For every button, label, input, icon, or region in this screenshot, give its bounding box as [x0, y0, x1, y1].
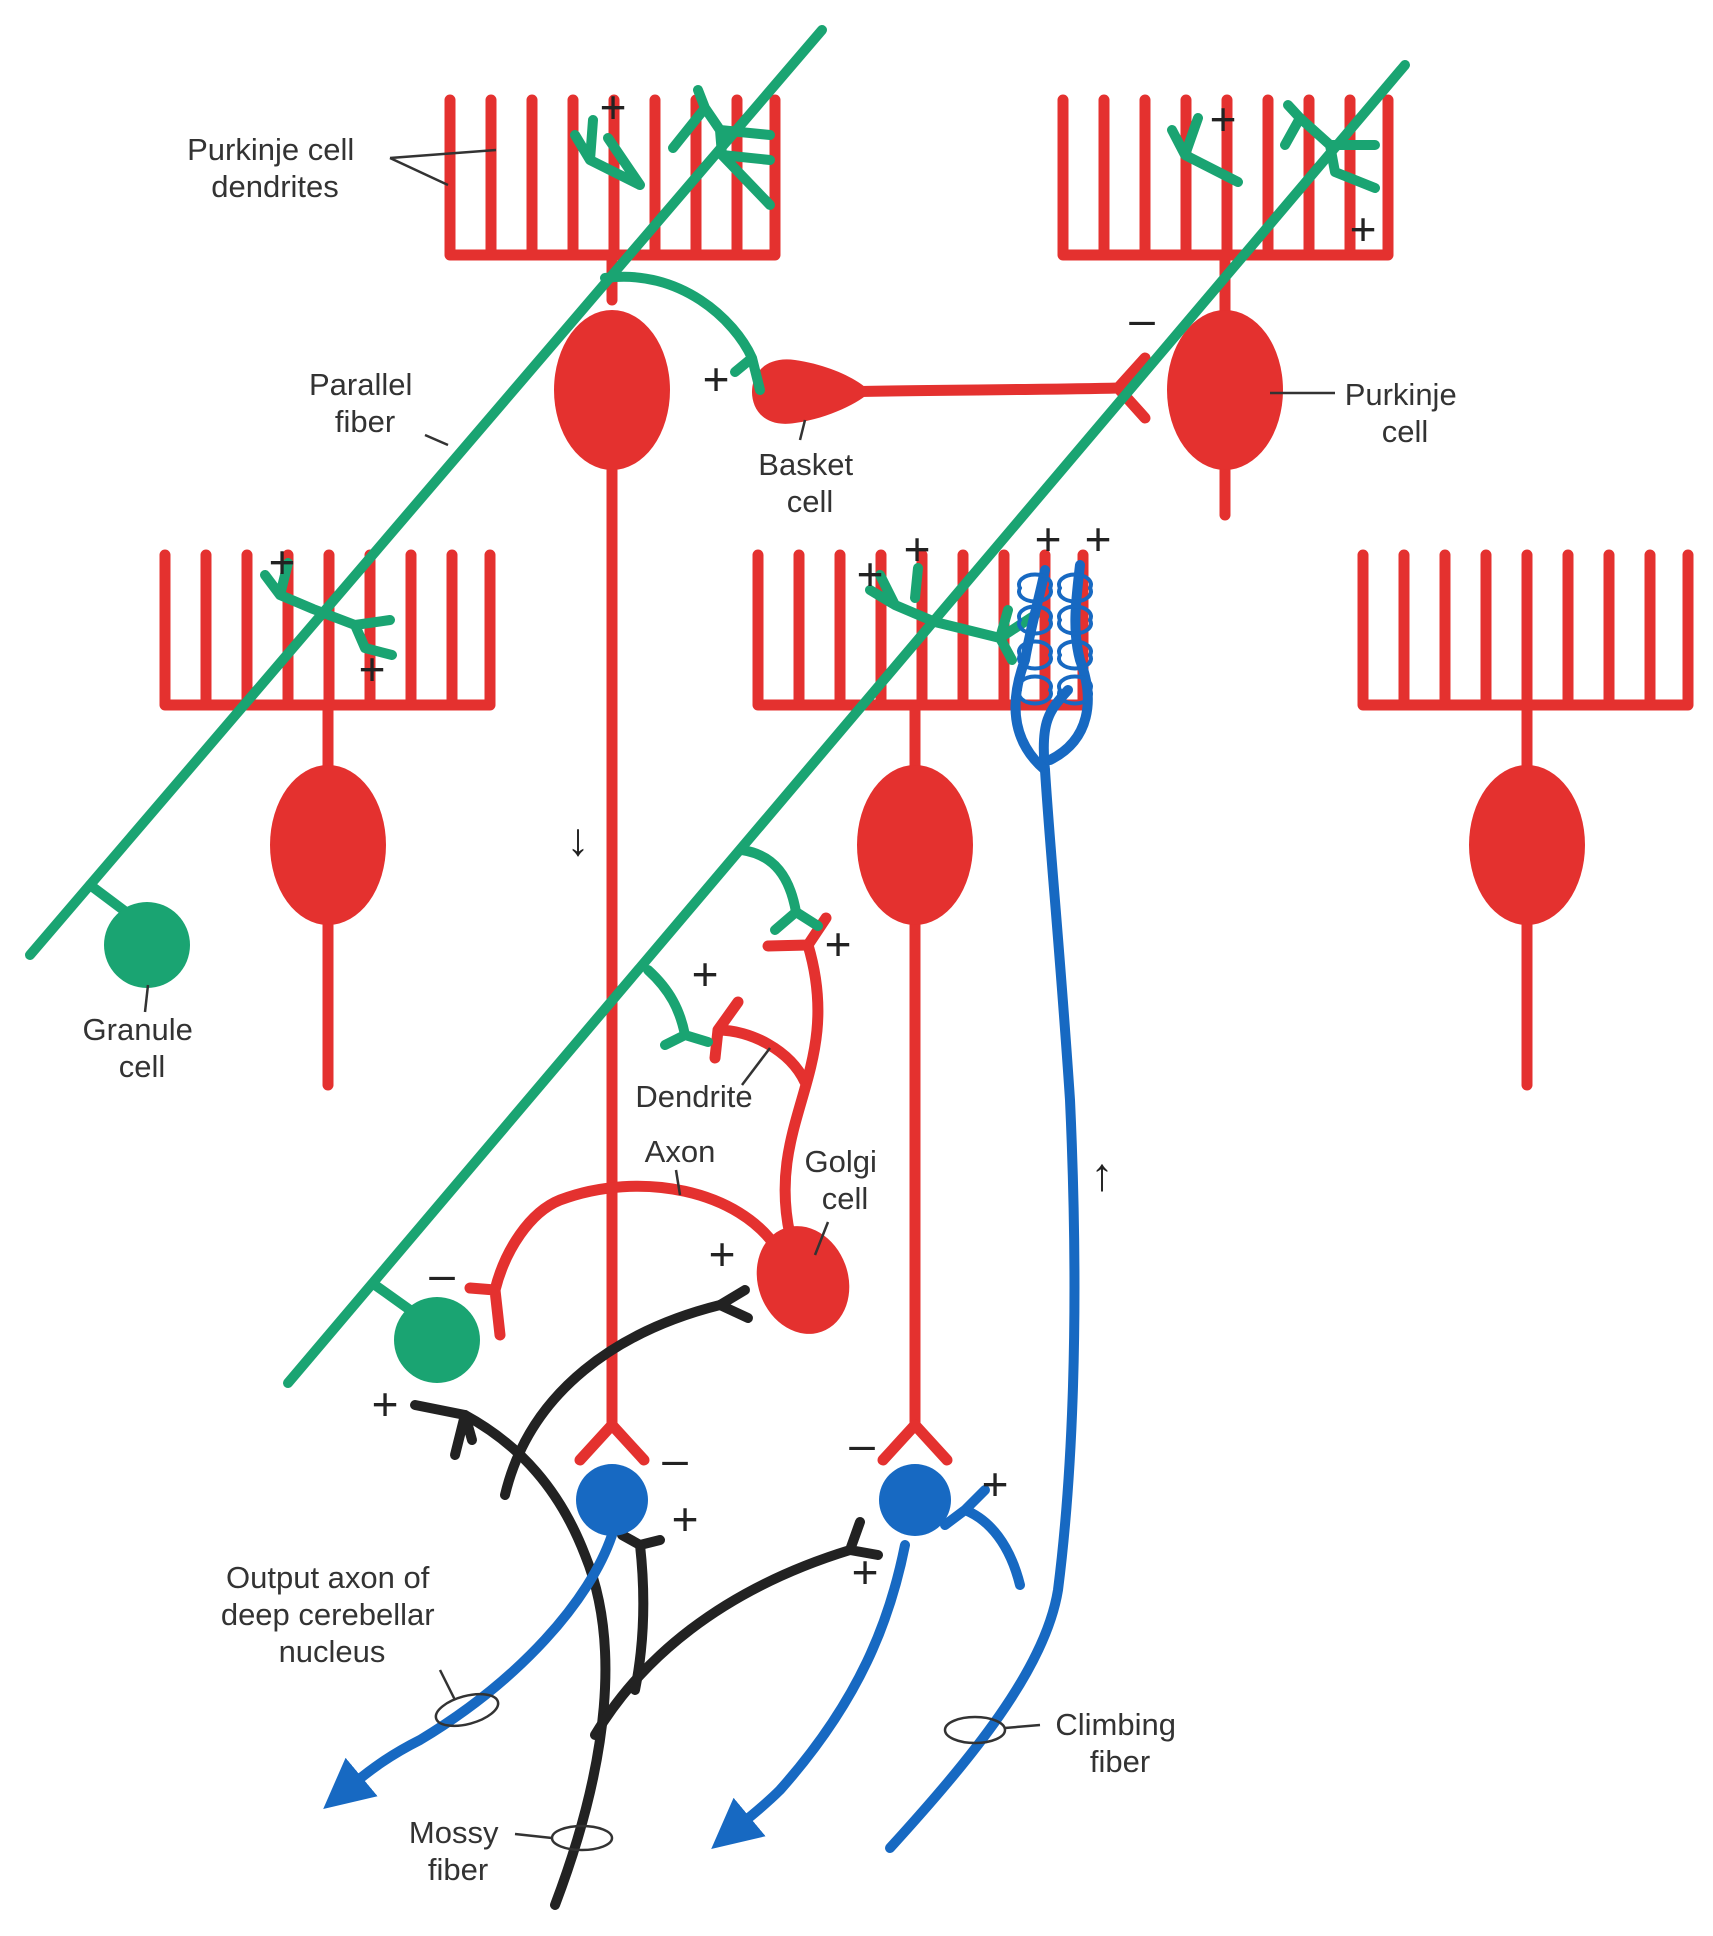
label-mossy-fiber: Mossy fiber — [409, 1815, 507, 1887]
sign-plus-climbing-b: + — [1085, 513, 1112, 565]
mossy-fiber-terminal-dcn-2 — [845, 1517, 883, 1560]
pf-synapse-tree1-a — [570, 115, 645, 190]
deep-nucleus-output-axon-2 — [711, 1540, 910, 1850]
mossy-fiber-branch-dcn — [590, 1545, 855, 1740]
label-basket-cell: Basket cell — [758, 447, 861, 519]
climbing-fiber-coil-a — [1017, 572, 1053, 706]
golgi-cell-terminal — [464, 1282, 506, 1341]
golgi-cell-dendrite — [709, 912, 832, 1241]
label-parallel-fiber: Parallel fiber — [309, 367, 421, 439]
sign-minus-golgi-axon: – — [429, 1248, 455, 1300]
output-axon-marker — [434, 1692, 500, 1728]
sign-plus-golgi-dendrite-2: + — [692, 948, 719, 1000]
purkinje-cell-body-3 — [270, 765, 386, 925]
pf-synapse-tree1-b — [668, 85, 775, 210]
leader-dendrite — [741, 1047, 771, 1086]
sign-plus-tree2-b: + — [1350, 203, 1377, 255]
pf-synapse-tree2 — [1167, 100, 1380, 193]
mossy-fiber-terminal-granule — [410, 1400, 477, 1460]
basket-cell-terminal — [1112, 352, 1151, 424]
label-golgi-cell: Golgi cell — [805, 1144, 886, 1216]
parallel-fiber-2 — [283, 60, 1410, 1388]
deep-nucleus-cell-1 — [576, 1464, 648, 1536]
granule-cell-body-1 — [104, 902, 190, 988]
label-granule-cell: Granule cell — [83, 1012, 202, 1084]
sign-plus-tree3-b: + — [359, 643, 386, 695]
mossy-fiber-terminal-golgi — [715, 1285, 753, 1323]
purkinje-terminal-1 — [574, 1419, 650, 1466]
leader-output-axon — [438, 1669, 457, 1701]
purkinje-cell-body-1 — [554, 310, 670, 470]
leader-axon — [674, 1169, 682, 1196]
pf-to-basket-branch — [600, 271, 765, 395]
leader-basket-cell — [798, 419, 807, 441]
leader-parallel-fiber — [424, 433, 449, 447]
mossy-fiber-branch-dcn-left — [630, 1540, 649, 1695]
sign-plus-tree2-a: + — [1210, 93, 1237, 145]
leader-granule-cell — [143, 984, 150, 1013]
pf-to-golgi-branch-1 — [737, 845, 823, 935]
leader-golgi-cell — [813, 1221, 830, 1256]
granule-cell-stalk-2 — [370, 1280, 415, 1315]
sign-plus-tree4-a: + — [857, 548, 884, 600]
label-axon: Axon — [645, 1134, 716, 1169]
sign-plus-basket: + — [703, 353, 730, 405]
sign-minus-basket: – — [1129, 293, 1155, 345]
sign-plus-climbing-a: + — [1035, 513, 1062, 565]
label-purkinje-cell: Purkinje cell — [1345, 377, 1466, 449]
purkinje-cell-body-2 — [1167, 310, 1283, 470]
sign-plus-mossy-golgi: + — [709, 1228, 736, 1280]
sign-minus-dcn-1: – — [662, 1433, 688, 1485]
climbing-fiber-collateral — [940, 1485, 1025, 1590]
deep-nucleus-output-axon-1 — [323, 1530, 617, 1810]
golgi-cell-body — [756, 1226, 850, 1334]
purkinje-cell-body-5 — [1469, 765, 1585, 925]
pf-synapse-tree4 — [865, 563, 1040, 665]
mossy-fiber-terminal-dcn-1 — [617, 1530, 665, 1550]
purkinje-dendrite-tree-3 — [159, 549, 496, 776]
leader-climbing-fiber — [1004, 1723, 1041, 1730]
basket-cell-axon — [834, 382, 1124, 398]
sign-plus-mossy-granule: + — [372, 1378, 399, 1430]
sign-plus-tree1: + — [600, 81, 627, 133]
leader-mossy-fiber — [514, 1832, 553, 1840]
purkinje-cell-body-4 — [857, 765, 973, 925]
label-dendrite: Dendrite — [635, 1079, 752, 1114]
label-output-axon: Output axon of deep cerebellar nucleus — [221, 1560, 443, 1669]
purkinje-dendrite-tree-5 — [1357, 549, 1694, 776]
flow-arrow-climbing: ↑ — [1091, 1148, 1114, 1200]
label-climbing-fiber: Climbing fiber — [1055, 1707, 1184, 1779]
flow-arrow-purkinje: ↓ — [567, 813, 590, 865]
climbing-fiber-tendril-b — [1045, 560, 1093, 765]
leader-purkinje-dendrites — [389, 148, 497, 187]
mossy-fiber-branch-golgi — [500, 1300, 725, 1500]
label-purkinje-dendrites: Purkinje cell dendrites — [187, 132, 363, 204]
parallel-fiber-1 — [25, 25, 827, 960]
sign-plus-tree4-b: + — [904, 523, 931, 575]
pf-synapse-tree3 — [260, 558, 397, 660]
sign-plus-tree3-a: + — [269, 536, 296, 588]
sign-minus-dcn-2: – — [849, 1418, 875, 1470]
purkinje-terminal-2 — [877, 1419, 953, 1466]
golgi-cell-axon — [489, 1180, 784, 1296]
climbing-fiber-coil-b — [1057, 572, 1093, 706]
sign-plus-climbing-dcn: + — [982, 1458, 1009, 1510]
granule-cell-body-2 — [394, 1297, 480, 1383]
basket-cell-body — [752, 359, 870, 424]
pf-to-golgi-branch-2 — [643, 965, 713, 1050]
sign-plus-golgi-dendrite-1: + — [825, 918, 852, 970]
sign-plus-dcn-1: + — [672, 1493, 699, 1545]
deep-nucleus-cell-2 — [879, 1464, 951, 1536]
sign-plus-mossy-dcn: + — [852, 1546, 879, 1598]
climbing-fiber-tendril-a — [1010, 565, 1050, 775]
climbing-fiber-marker — [943, 1715, 1007, 1745]
